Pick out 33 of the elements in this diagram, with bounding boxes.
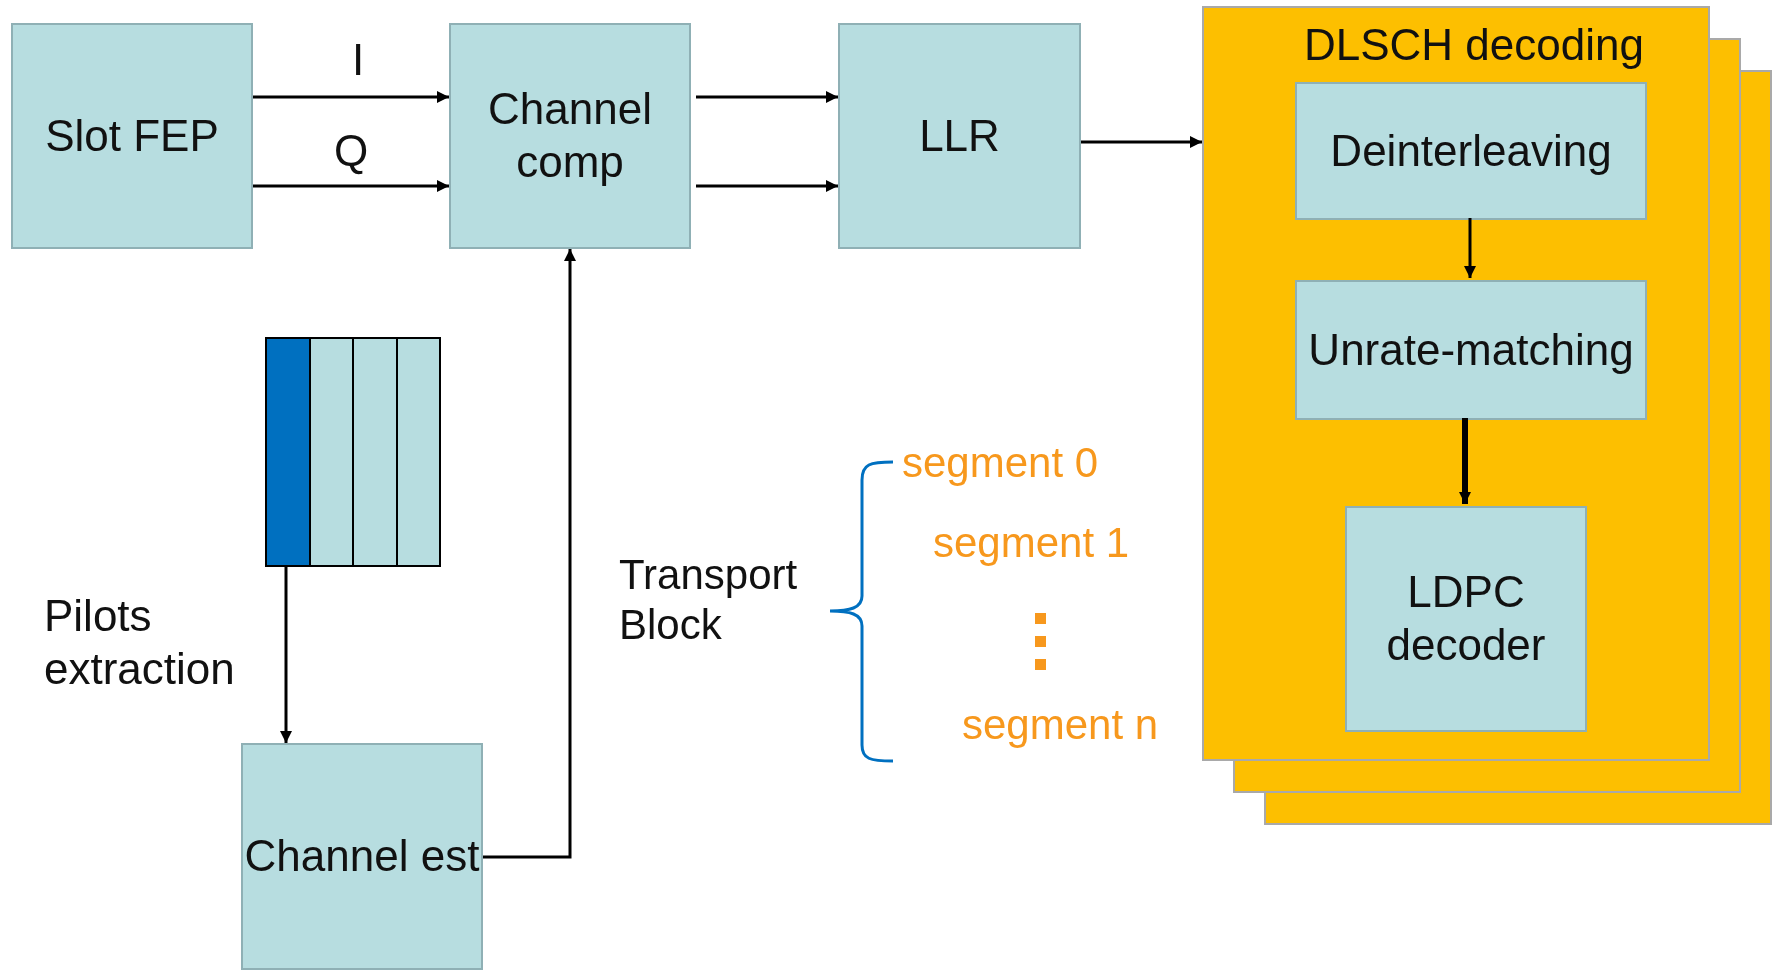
arrow <box>1464 218 1476 278</box>
pilot-grid-drawing <box>265 337 441 567</box>
arrow <box>253 180 449 192</box>
process-box <box>1295 280 1647 420</box>
segment-label: segment n <box>962 700 1159 750</box>
arrow <box>280 567 292 743</box>
arrow <box>483 249 576 859</box>
process-box <box>449 23 691 249</box>
arrow <box>696 180 838 192</box>
card-heading: DLSCH decoding <box>1304 20 1644 70</box>
process-box <box>11 23 253 249</box>
edge-label: I <box>352 34 365 86</box>
process-box <box>1345 506 1587 732</box>
box-label: Unrate-matching <box>1308 323 1634 376</box>
arrow <box>1459 418 1471 504</box>
arrow <box>696 91 838 103</box>
arrow <box>253 91 449 103</box>
box-label: Channel est <box>244 830 480 883</box>
decoding-card <box>1202 6 1710 761</box>
group-label: Transport Block <box>619 550 799 651</box>
edge-label: Q <box>334 125 369 177</box>
box-label: LLR <box>919 109 1000 162</box>
box-label: Slot FEP <box>45 109 219 162</box>
process-box <box>241 743 483 970</box>
arrow <box>1081 136 1202 148</box>
box-label: Channel comp <box>487 83 653 188</box>
edge-label: Pilots extraction <box>44 590 236 695</box>
box-label: LDPC decoder <box>1385 566 1547 671</box>
segment-label: segment 1 <box>933 518 1130 568</box>
process-box <box>838 23 1081 249</box>
box-label: Deinterleaving <box>1330 124 1612 177</box>
segment-label: segment 0 <box>902 438 1099 488</box>
process-box <box>1295 82 1647 220</box>
